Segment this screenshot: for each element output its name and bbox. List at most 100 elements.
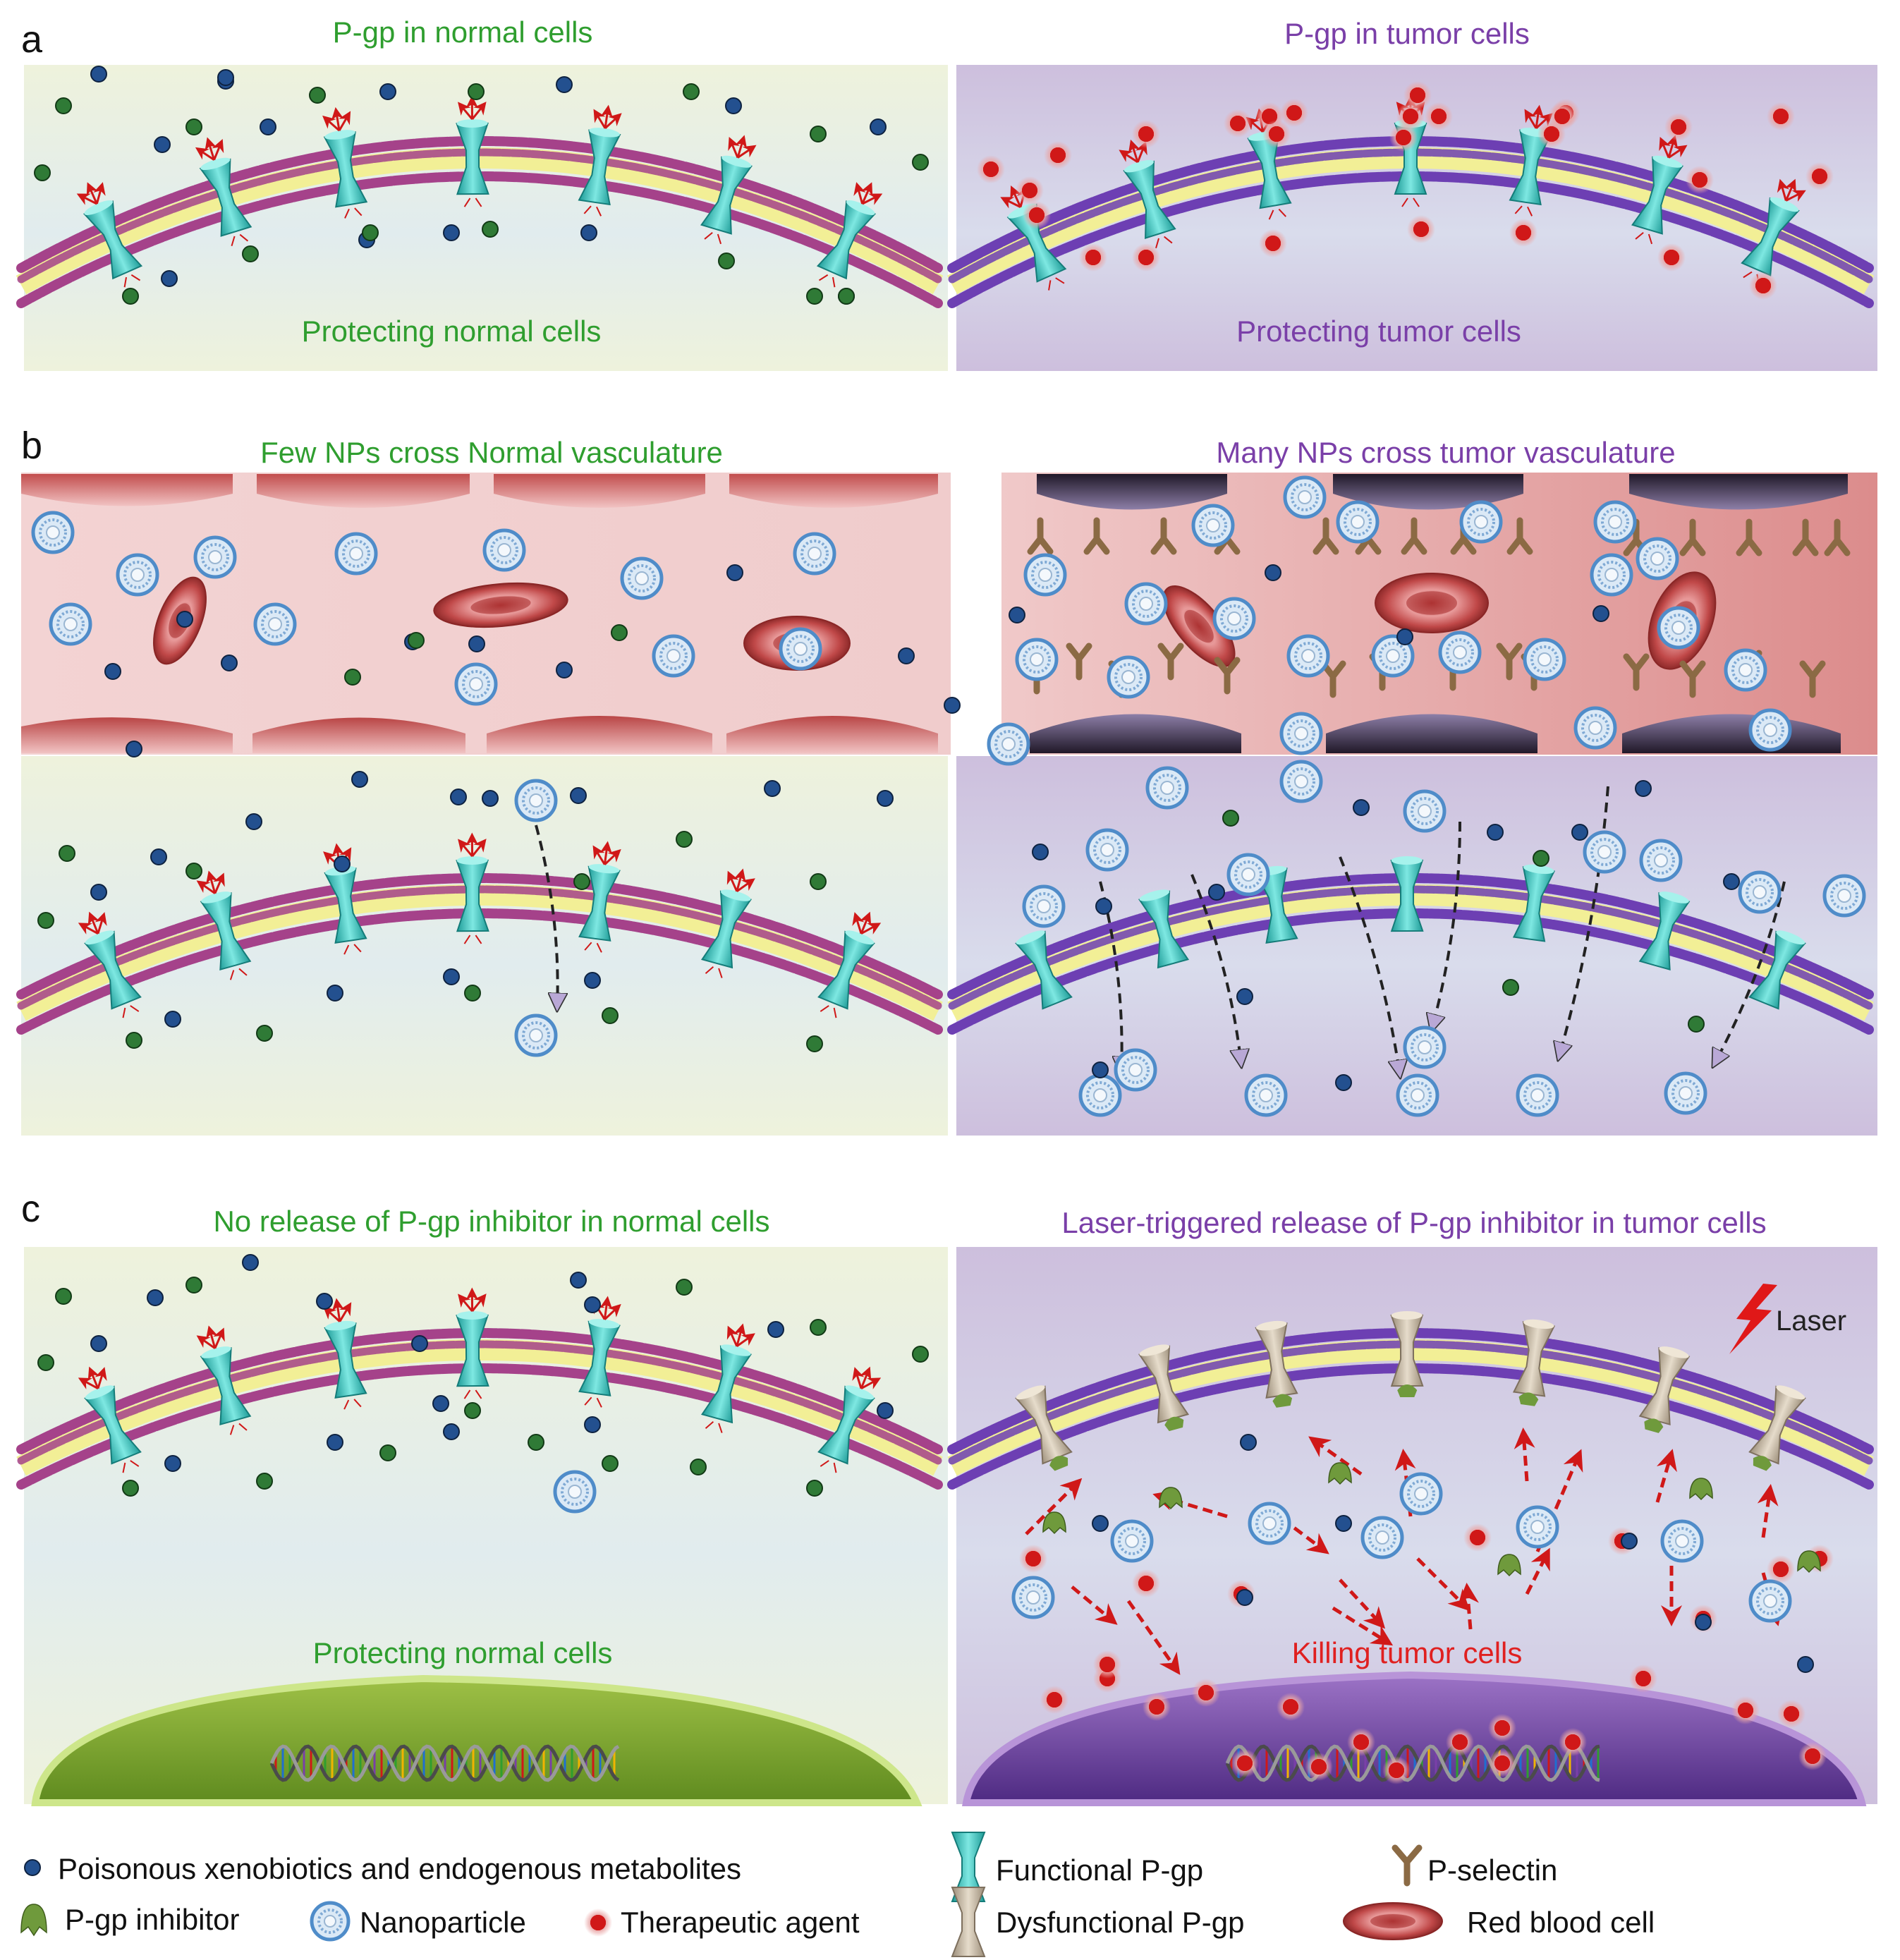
drug-release-arrow	[1152, 1490, 1228, 1518]
pgp-cap	[456, 119, 488, 128]
efflux-arrow	[471, 102, 487, 120]
efflux-arrow	[859, 1366, 872, 1389]
therapeutic-agent-core	[1694, 174, 1705, 185]
efflux-tick	[596, 206, 602, 217]
pgp-inhibitor-icon	[1159, 1487, 1183, 1510]
panel-a-left-title: P-gp in normal cells	[333, 16, 593, 49]
therapeutic-agent-core	[1758, 280, 1769, 291]
metabolite-icon	[185, 863, 202, 879]
p-selectin-arms	[1679, 660, 1706, 698]
functional-pgp-icon	[700, 868, 755, 978]
nanoparticle-core	[1160, 781, 1174, 795]
p-selectin-icon	[1506, 517, 1533, 555]
xenobiotic-icon	[450, 789, 467, 805]
efflux-tick	[475, 1389, 482, 1399]
nanoparticle-core	[529, 1028, 543, 1042]
therapeutic-agent-core	[1285, 1701, 1296, 1712]
nanoparticle-core	[1001, 737, 1016, 751]
nanoparticle-core	[324, 1915, 336, 1928]
xenobiotic-icon	[584, 972, 601, 989]
nanoparticle-core	[1386, 649, 1400, 663]
nanoparticle-core	[1597, 845, 1612, 859]
nanoparticle-ring	[1291, 483, 1319, 511]
therapeutic-agent-core	[1814, 171, 1825, 182]
nanoparticle-transport-arrow	[1714, 881, 1786, 1065]
nanoparticle-ring	[342, 540, 370, 568]
p-selectin-arms	[1157, 643, 1184, 681]
functional-pgp-icon	[817, 1366, 882, 1473]
bound-inhibitor-icon	[1397, 1384, 1418, 1398]
xenobiotic-icon	[1723, 873, 1740, 890]
pgp-cap	[1016, 930, 1045, 945]
therapeutic-agent-core	[1638, 1673, 1649, 1684]
pgp-cap	[720, 1344, 751, 1356]
pgp-cap	[1776, 1385, 1805, 1400]
efflux-arrow	[471, 839, 487, 857]
therapeutic-agent-core	[1567, 1736, 1578, 1748]
nanoparticle-ring	[1023, 645, 1051, 674]
drug-release-arrow	[1458, 1583, 1479, 1630]
legend-functional-pgp-icon	[951, 1832, 986, 1902]
pgp-cap	[588, 1319, 620, 1329]
nanoparticle-core	[1650, 552, 1664, 566]
nanoparticle-ring	[1597, 561, 1626, 589]
nanoparticle-core	[1100, 843, 1114, 857]
molecules	[31, 66, 1866, 1784]
therapeutic-agent-core	[1775, 111, 1786, 122]
endothelial-cell	[729, 474, 938, 508]
nanoparticle-icon	[482, 528, 526, 572]
panel-c	[24, 1247, 1877, 1806]
efflux-arrow	[195, 147, 215, 161]
pgp-cap	[324, 130, 355, 140]
xenobiotic-icon	[327, 985, 343, 1002]
metabolite-icon	[185, 118, 202, 135]
efflux-arrow	[1784, 178, 1796, 202]
functional-pgp-icon	[1748, 930, 1806, 1010]
xenobiotic-icon	[411, 1335, 428, 1352]
nanoparticle-ring	[123, 561, 152, 589]
drug-release-arrow	[1525, 1547, 1550, 1595]
nanoparticle-ring	[1255, 1509, 1284, 1538]
therapeutic-agent-core	[1267, 238, 1279, 249]
functional-pgp-icon	[78, 911, 142, 1018]
rbc-center	[1184, 609, 1214, 643]
p-selectin-arms	[1792, 518, 1819, 556]
nanoparticle-core	[1259, 1088, 1273, 1102]
pgp-body	[84, 930, 142, 1010]
metabolite-icon	[602, 1007, 619, 1024]
nanoparticle-icon	[652, 634, 695, 678]
xenobiotic-icon	[584, 1416, 601, 1433]
efflux-arrow	[78, 1377, 99, 1390]
nanoparticle-core	[63, 617, 78, 631]
nanoparticle-icon	[1738, 870, 1782, 914]
xenobiotic-icon	[217, 69, 234, 86]
xenobiotic-icon	[1092, 1515, 1109, 1532]
rbc-center	[1370, 1914, 1415, 1928]
nanoparticle-core	[1298, 490, 1312, 504]
pgp-body	[200, 892, 252, 971]
nanoparticle-core	[1125, 1534, 1139, 1548]
pgp-cap	[1391, 856, 1423, 865]
pgp-body	[817, 1385, 875, 1465]
functional-pgp-icon	[456, 1287, 489, 1399]
pgp-body	[1015, 930, 1073, 1010]
efflux-arrow	[728, 136, 740, 159]
therapeutic-agent-core	[1415, 224, 1427, 235]
normal-nucleus	[31, 1674, 922, 1806]
nanoparticle-icon	[793, 532, 836, 576]
metabolite-icon	[256, 1473, 273, 1490]
nanoparticle-ring	[1031, 561, 1059, 589]
nanoparticle-icon	[253, 602, 297, 646]
p-selectin-icon	[1824, 518, 1851, 556]
xenobiotic-icon	[468, 635, 485, 652]
xenobiotic-icon	[1695, 1614, 1712, 1631]
nanoparticle-ring	[522, 1021, 550, 1049]
metabolite-icon	[185, 1277, 202, 1294]
therapeutic-agent-core	[1140, 128, 1152, 140]
pgp-inhibitor-icon	[1497, 1554, 1521, 1577]
pgp-body	[199, 158, 252, 237]
pgp-body	[1123, 160, 1176, 239]
xenobiotic-icon	[379, 83, 396, 100]
xenobiotic-icon	[580, 224, 597, 241]
pgp-cap	[84, 200, 114, 215]
